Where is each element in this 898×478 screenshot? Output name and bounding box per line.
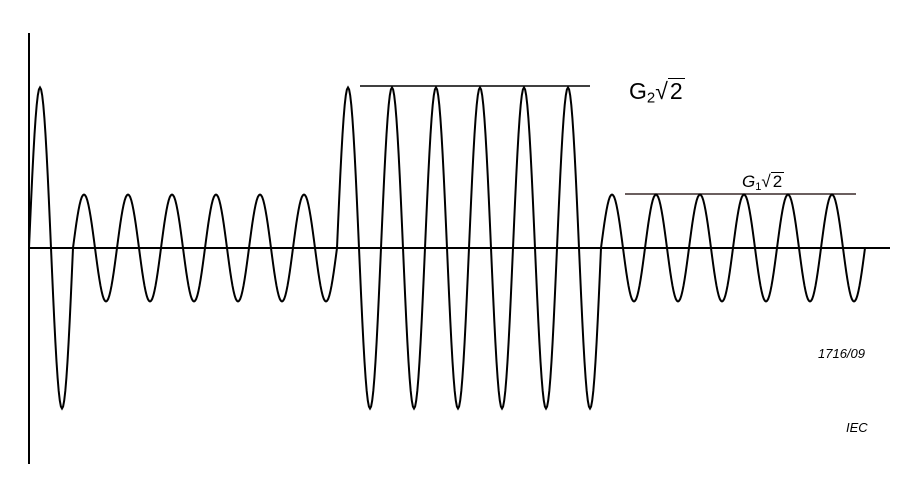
g1-sqrt2-label: G1√2 [742,172,785,193]
source-label: IEC [846,420,868,435]
g2-sqrt2-label: G2√2 [629,78,685,107]
figure-number: 1716/09 [818,346,865,361]
waveform-curve [28,85,866,411]
